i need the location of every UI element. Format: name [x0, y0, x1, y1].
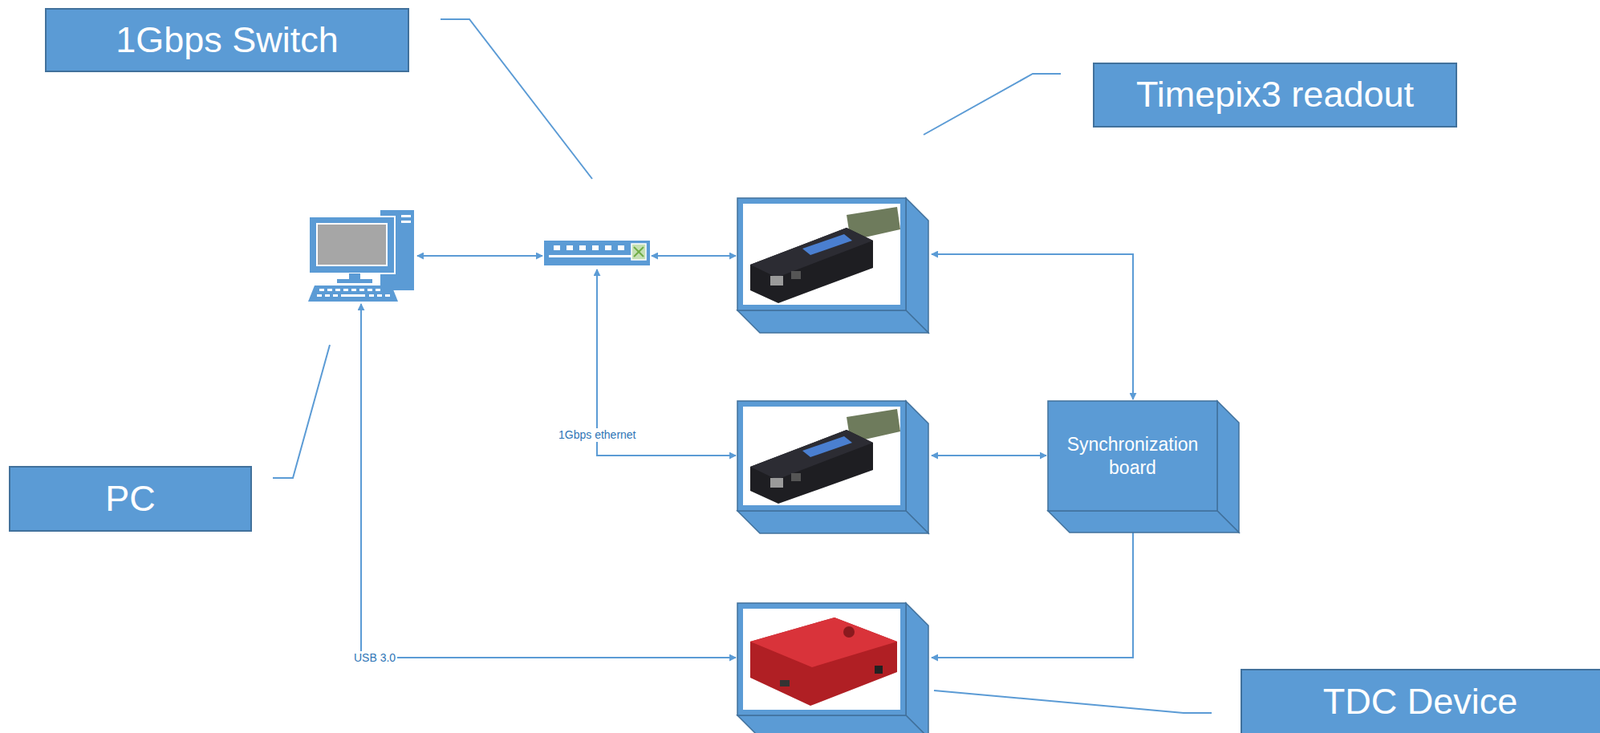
switch-icon — [544, 240, 650, 266]
wire-label: 1Gbps ethernet — [556, 428, 638, 443]
callout-box: PC — [8, 466, 252, 532]
tdc-device — [737, 603, 929, 733]
callout-box: TDC Device — [1240, 669, 1600, 733]
callout-box: Timepix3 readout — [1092, 62, 1458, 128]
wire-label: USB 3.0 — [352, 651, 398, 666]
node-text: Synchronization board — [1054, 433, 1211, 480]
node-text: Timepix3 readout — [1136, 72, 1414, 118]
readout-device — [737, 198, 929, 333]
node-text: TDC Device — [1323, 679, 1519, 725]
board-housing — [1047, 401, 1239, 533]
node-text: 1Gbps Switch — [115, 17, 339, 63]
pc-icon — [308, 210, 415, 302]
node-text: PC — [105, 476, 156, 522]
readout-device — [737, 401, 929, 534]
board-box: Synchronization board — [1047, 401, 1218, 512]
wires — [361, 254, 1133, 658]
callout-box: 1Gbps Switch — [44, 8, 410, 73]
